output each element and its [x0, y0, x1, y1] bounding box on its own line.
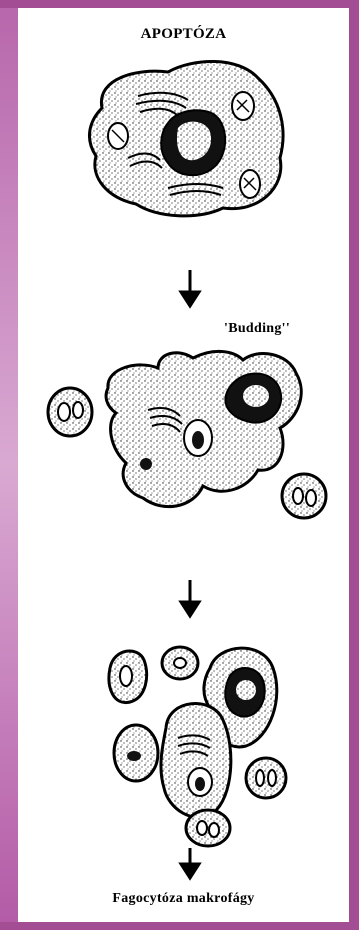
- arrow-down-icon: [181, 270, 199, 306]
- apoptotic-body: [186, 810, 230, 846]
- apoptotic-body-central: [161, 704, 231, 818]
- apoptotic-body: [109, 651, 147, 703]
- stage-apoptotic-bodies: [109, 647, 286, 846]
- frame-left-stripe: [0, 0, 18, 930]
- frame-right: [349, 0, 359, 930]
- arrow-down-icon: [181, 580, 199, 616]
- apoptotic-body-left: [48, 388, 92, 436]
- apoptotic-body: [246, 758, 286, 798]
- apoptotic-body-right: [282, 474, 326, 518]
- apoptotic-body: [114, 725, 158, 781]
- apoptotic-body: [162, 647, 198, 679]
- stage-intact-cell: [89, 61, 283, 215]
- stage-budding: [48, 351, 326, 518]
- arrow-down-icon: [181, 848, 199, 878]
- dense-body: [140, 458, 152, 470]
- apoptosis-illustration: [18, 8, 349, 922]
- condensed-nucleus-core: [192, 431, 204, 449]
- diagram-panel: APOPTÓZA 'Budding'' Fagocytóza makrofágy: [18, 8, 349, 922]
- budding-nucleus-core: [243, 385, 269, 407]
- frame-bottom: [0, 922, 359, 930]
- frame-top: [0, 0, 359, 8]
